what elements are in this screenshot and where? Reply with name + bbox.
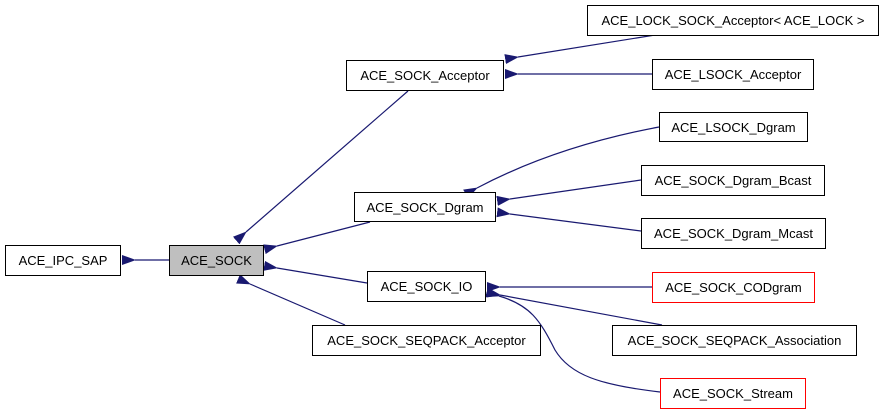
node-ace-lock-sock-acceptor[interactable]: ACE_LOCK_SOCK_Acceptor< ACE_LOCK > [587,5,879,36]
node-ace-lsock-dgram[interactable]: ACE_LSOCK_Dgram [659,112,808,142]
edge-sock-dgram-bcast-to-sock-dgram [496,179,642,206]
node-ace-sock[interactable]: ACE_SOCK [169,245,264,276]
edge-sock-dgram-to-sock [263,221,371,255]
node-ace-lsock-acceptor[interactable]: ACE_LSOCK_Acceptor [652,59,814,90]
edge-sock-seqpack-acceptor-to-sock [236,274,346,326]
node-ace-sock-dgram-mcast[interactable]: ACE_SOCK_Dgram_Mcast [641,218,826,249]
edge-sock-dgram-mcast-to-sock-dgram [496,207,642,232]
node-ace-sock-seqpack-acceptor[interactable]: ACE_SOCK_SEQPACK_Acceptor [312,325,541,356]
edge-lock-sock-acceptor-to-sock-acceptor [504,34,656,64]
edge-sock-io-to-sock [263,260,368,284]
node-ace-ipc-sap[interactable]: ACE_IPC_SAP [5,245,121,276]
node-ace-sock-acceptor[interactable]: ACE_SOCK_Acceptor [346,60,504,91]
edge-sock-stream-to-sock-io [485,287,661,393]
node-ace-sock-stream[interactable]: ACE_SOCK_Stream [660,378,806,409]
node-ace-sock-dgram[interactable]: ACE_SOCK_Dgram [354,192,496,222]
node-ace-sock-io[interactable]: ACE_SOCK_IO [367,271,486,302]
edge-lsock-dgram-to-sock-dgram [463,126,660,199]
edge-sock-seqpack-association-to-sock-io [486,287,663,326]
node-ace-sock-dgram-bcast[interactable]: ACE_SOCK_Dgram_Bcast [641,165,825,196]
node-ace-sock-seqpack-association[interactable]: ACE_SOCK_SEQPACK_Association [612,325,857,356]
edge-sock-acceptor-to-sock [232,90,409,245]
node-ace-sock-codgram[interactable]: ACE_SOCK_CODgram [652,272,815,303]
